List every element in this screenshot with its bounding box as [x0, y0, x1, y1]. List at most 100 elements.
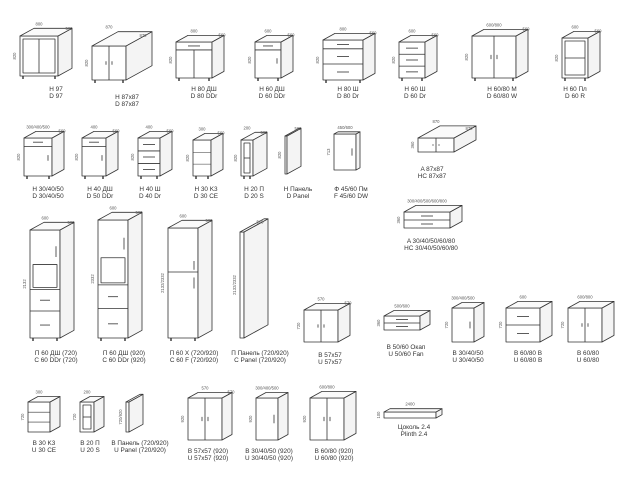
svg-text:600: 600 — [520, 294, 528, 299]
svg-text:560: 560 — [59, 129, 67, 134]
label-p60dsh: П 60 ДШ (720)C 60 DDr (720) — [34, 350, 78, 365]
svg-text:820: 820 — [185, 154, 190, 162]
svg-text:560: 560 — [136, 210, 144, 215]
svg-text:820: 820 — [130, 153, 135, 161]
svg-text:800: 800 — [36, 21, 44, 26]
svg-text:360: 360 — [410, 141, 415, 149]
cabinet-f4560: 450/600 713 — [326, 125, 361, 171]
svg-text:920: 920 — [248, 415, 253, 423]
svg-text:600/800: 600/800 — [486, 22, 502, 27]
svg-text:920: 920 — [180, 415, 185, 423]
svg-text:200: 200 — [84, 390, 92, 395]
svg-text:300/400/500: 300/400/500 — [451, 296, 475, 301]
svg-text:2132/2332: 2132/2332 — [232, 274, 237, 294]
svg-text:820: 820 — [464, 53, 469, 61]
cabinet-ppanel: 560 2132/2332 — [232, 218, 269, 339]
svg-text:820: 820 — [277, 151, 282, 159]
svg-text:2400: 2400 — [405, 402, 415, 407]
label-b5757-920: B 57x57 (920)U 57x57 (920) — [187, 448, 229, 463]
cabinet-h80sh: 800 560 820 — [315, 26, 377, 83]
svg-text:570: 570 — [318, 296, 326, 301]
svg-text:560: 560 — [370, 31, 378, 36]
cabinet-b20p: 200 720 — [72, 390, 105, 433]
svg-text:600/800: 600/800 — [319, 384, 335, 389]
svg-text:720: 720 — [20, 413, 25, 421]
svg-text:570: 570 — [228, 389, 236, 394]
svg-text:600/800: 600/800 — [577, 294, 593, 299]
svg-text:720: 720 — [72, 413, 77, 421]
svg-text:870: 870 — [466, 126, 474, 131]
cabinet-b5757_920: 570 570 920 — [180, 386, 235, 441]
svg-text:560: 560 — [113, 129, 121, 134]
svg-text:560: 560 — [167, 129, 175, 134]
svg-text:300/400/500: 300/400/500 — [26, 124, 50, 129]
svg-text:2332: 2332 — [90, 274, 95, 284]
label-b6080-920: B 60/80 (920)U 60/80 (920) — [314, 448, 354, 463]
svg-text:360: 360 — [396, 216, 401, 224]
label-bpanel: B Панель (720/920)U Panel (720/920) — [111, 440, 169, 455]
cabinet-h6080m: 600/800 560 820 — [464, 22, 530, 81]
svg-text:570: 570 — [202, 386, 210, 391]
svg-text:600: 600 — [572, 24, 580, 29]
svg-text:600: 600 — [409, 28, 417, 33]
svg-text:450/600: 450/600 — [337, 125, 353, 130]
svg-text:560: 560 — [523, 27, 531, 32]
svg-text:800: 800 — [340, 26, 348, 31]
svg-text:820: 820 — [247, 56, 252, 64]
svg-text:720: 720 — [444, 321, 449, 329]
svg-text:713: 713 — [326, 148, 331, 156]
svg-text:300: 300 — [199, 126, 207, 131]
svg-text:2132: 2132 — [22, 279, 27, 289]
svg-text:600: 600 — [265, 28, 273, 33]
svg-text:560: 560 — [206, 218, 214, 223]
svg-text:560: 560 — [66, 26, 74, 31]
svg-text:820: 820 — [315, 56, 320, 64]
label-p60x: П 60 Х (720/920)C 60 F (720/920) — [169, 350, 219, 365]
svg-text:600: 600 — [180, 213, 188, 218]
svg-text:820: 820 — [74, 153, 79, 161]
svg-text:560: 560 — [218, 131, 226, 136]
label-p60dsh920: П 60 ДШ (920)C 60 DDr (920) — [102, 350, 146, 365]
svg-text:800: 800 — [191, 28, 199, 33]
svg-text:720: 720 — [296, 322, 301, 330]
svg-text:360: 360 — [376, 319, 381, 327]
svg-text:200: 200 — [244, 125, 252, 130]
svg-text:720/920: 720/920 — [118, 409, 123, 425]
svg-text:560: 560 — [257, 219, 265, 224]
